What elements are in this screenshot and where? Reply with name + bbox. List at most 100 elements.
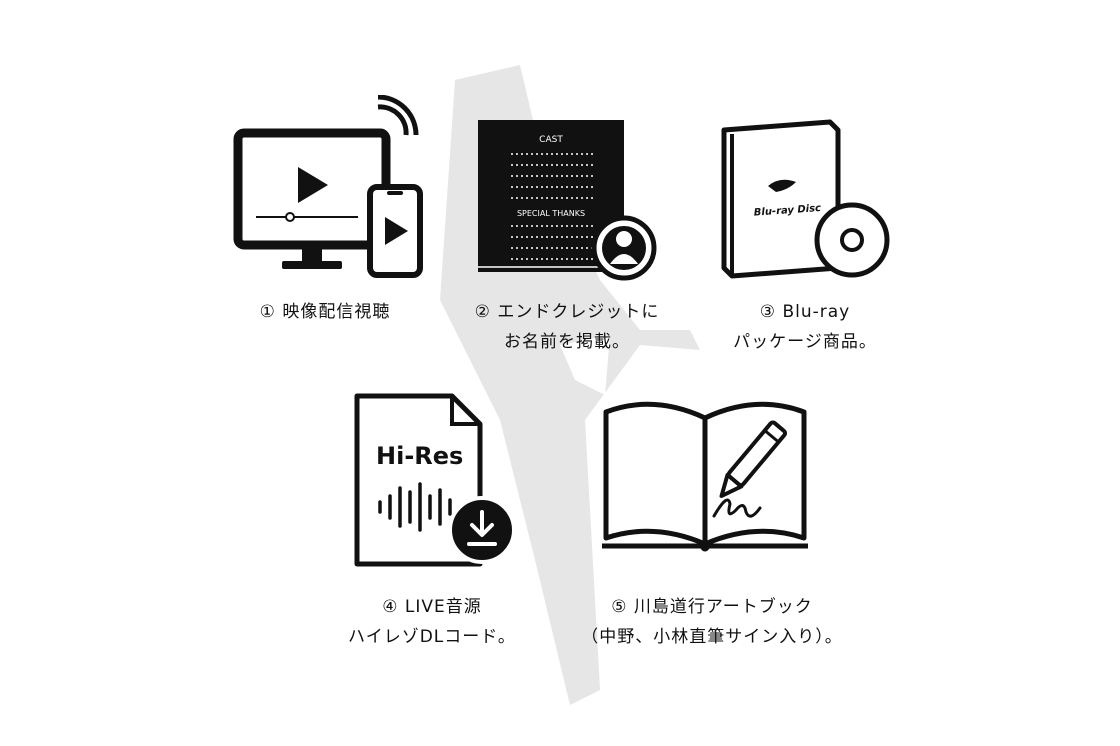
- credit-dot: [591, 225, 593, 227]
- credit-dot: [521, 236, 523, 238]
- credit-dot: [541, 164, 543, 166]
- credit-dot: [586, 236, 588, 238]
- credit-dot: [556, 164, 558, 166]
- credit-dot: [586, 197, 588, 199]
- credit-dot: [536, 247, 538, 249]
- credit-dot: [581, 186, 583, 188]
- credit-dot: [521, 186, 523, 188]
- caption-line: ③ Blu-ray: [759, 302, 851, 322]
- credit-dot: [576, 258, 578, 260]
- item-hires-audio: Hi-Res: [352, 392, 522, 570]
- caption-bluray: ③ Blu-ray パッケージ商品。: [700, 297, 910, 357]
- credit-dot: [526, 258, 528, 260]
- credit-dot: [556, 236, 558, 238]
- credit-dot: [561, 225, 563, 227]
- credit-dot: [526, 175, 528, 177]
- credit-dot: [531, 258, 533, 260]
- credit-dot: [576, 186, 578, 188]
- credit-dot: [546, 175, 548, 177]
- credit-dot: [551, 258, 553, 260]
- signed-artbook-icon: [602, 401, 808, 552]
- credit-dot: [526, 247, 528, 249]
- credit-dot: [581, 247, 583, 249]
- credit-dot: [556, 175, 558, 177]
- credit-dot: [516, 225, 518, 227]
- credit-dot: [556, 186, 558, 188]
- credit-dot: [536, 153, 538, 155]
- credit-dot: [581, 197, 583, 199]
- item-bluray: Blu-ray Disc: [718, 118, 893, 288]
- credit-dot: [576, 164, 578, 166]
- credit-dot: [581, 236, 583, 238]
- credit-dot: [591, 186, 593, 188]
- credit-dot: [591, 164, 593, 166]
- credit-dot: [556, 153, 558, 155]
- credit-dot: [581, 225, 583, 227]
- credit-dot: [566, 153, 568, 155]
- credit-dot: [561, 153, 563, 155]
- credit-dot: [541, 225, 543, 227]
- credit-dot: [571, 247, 573, 249]
- credit-dot: [546, 225, 548, 227]
- credit-dot: [576, 225, 578, 227]
- credit-dot: [516, 175, 518, 177]
- credit-dot: [531, 236, 533, 238]
- credit-dot: [591, 258, 593, 260]
- credit-dot: [551, 225, 553, 227]
- cast-heading: CAST: [539, 135, 563, 145]
- credit-dot: [591, 197, 593, 199]
- credit-dot: [541, 197, 543, 199]
- credit-dot: [566, 197, 568, 199]
- credit-dot: [516, 258, 518, 260]
- credit-dot: [536, 164, 538, 166]
- credit-dot: [536, 225, 538, 227]
- credit-dot: [551, 153, 553, 155]
- credit-dot: [516, 247, 518, 249]
- credit-dot: [521, 153, 523, 155]
- credit-dot: [531, 153, 533, 155]
- credit-dot: [581, 258, 583, 260]
- credit-dot: [536, 236, 538, 238]
- credit-dot: [561, 258, 563, 260]
- credit-dot: [536, 186, 538, 188]
- credit-dot: [576, 236, 578, 238]
- caption-hires-audio: ④ LIVE音源 ハイレゾDLコード。: [322, 592, 542, 652]
- credit-dot: [546, 197, 548, 199]
- credit-dot: [511, 197, 513, 199]
- caption-line: ① 映像配信視聴: [259, 302, 391, 322]
- credit-dot: [561, 197, 563, 199]
- item-artbook: [598, 396, 813, 556]
- credit-dot: [551, 247, 553, 249]
- caption-line: ⑤ 川島道行アートブック: [611, 597, 813, 617]
- credit-dot: [511, 225, 513, 227]
- credit-dot: [566, 175, 568, 177]
- credit-dot: [581, 164, 583, 166]
- credit-dot: [516, 197, 518, 199]
- credit-dot: [556, 197, 558, 199]
- bluray-logo-text: Blu-ray Disc: [754, 203, 822, 219]
- credit-dot: [571, 236, 573, 238]
- credit-dot: [581, 175, 583, 177]
- item-video-streaming: [230, 94, 430, 285]
- credit-dot: [511, 247, 513, 249]
- credit-dot: [541, 153, 543, 155]
- credit-dot: [571, 175, 573, 177]
- credit-dot: [531, 186, 533, 188]
- caption-line: ② エンドクレジットに: [474, 302, 660, 322]
- credit-dot: [581, 153, 583, 155]
- credit-dot: [571, 258, 573, 260]
- credit-dot: [541, 175, 543, 177]
- credit-dot: [516, 153, 518, 155]
- credit-dot: [531, 164, 533, 166]
- credit-dot: [571, 164, 573, 166]
- credit-dot: [561, 236, 563, 238]
- credit-dot: [536, 197, 538, 199]
- caption-line: お名前を掲載。: [504, 332, 630, 352]
- credit-dot: [586, 153, 588, 155]
- credit-dot: [561, 247, 563, 249]
- credit-dot: [516, 164, 518, 166]
- credit-dot: [561, 175, 563, 177]
- special-thanks-heading: SPECIAL THANKS: [517, 209, 585, 218]
- credit-dot: [551, 186, 553, 188]
- credit-dot: [526, 197, 528, 199]
